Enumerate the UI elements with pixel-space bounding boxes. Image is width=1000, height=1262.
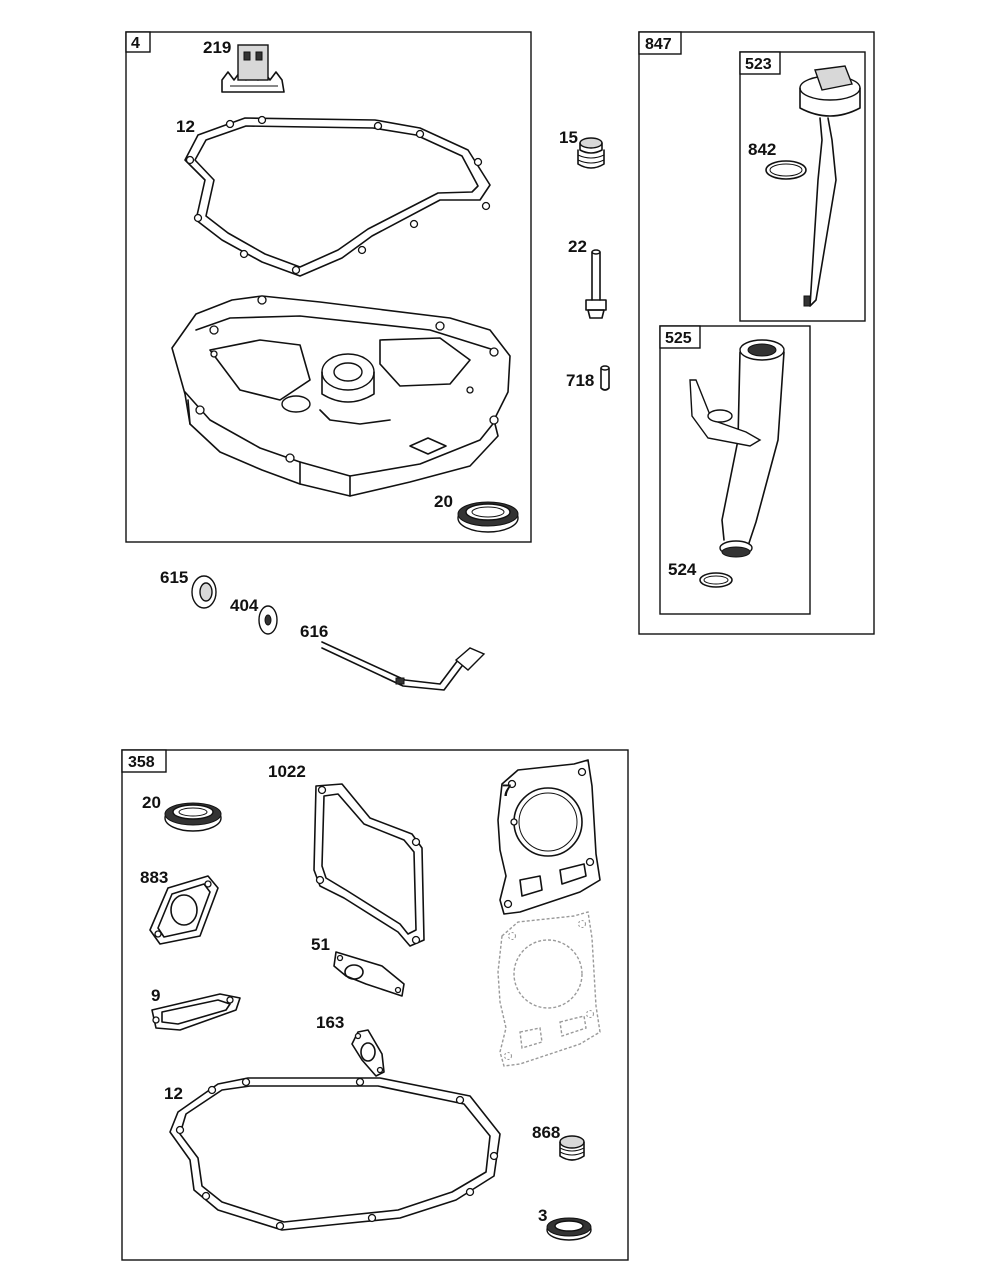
label-219: 219 [203,38,231,57]
group-525-frame [659,325,811,615]
group-358-gasket-set: 358 20 883 9 [121,749,629,1261]
label-3: 3 [538,1206,547,1225]
governor-gear-219[interactable] [221,44,285,93]
group-523-tag: 523 [745,56,772,73]
group-847-frame [638,31,875,635]
group-847-tag-box [638,31,682,55]
oil-seal-20-top[interactable] [457,501,519,533]
valve-cover-gasket-1022[interactable] [313,783,425,947]
pin-718[interactable] [600,365,610,391]
group-523-frame [739,51,866,322]
crankcase-gasket-12-kit[interactable] [169,1077,501,1231]
group-4-cover-assembly: 4 219 12 [125,31,532,543]
group-525-tag-box [659,325,701,349]
label-868: 868 [532,1123,560,1142]
label-7: 7 [502,781,511,800]
group-358-tag: 358 [128,754,155,771]
valve-868[interactable] [559,1135,585,1161]
group-525-tag: 525 [665,330,692,347]
group-847-dipstick-assembly: 847 523 842 525 [638,31,875,635]
label-22: 22 [568,237,587,256]
label-842: 842 [748,140,776,159]
gasket-163[interactable] [351,1029,385,1077]
head-gasket-phantom [497,911,601,1067]
group-4-frame [125,31,532,543]
gasket-883[interactable] [149,875,219,945]
washer-404[interactable] [258,605,278,635]
bolt-22[interactable] [585,249,607,319]
group-4-tag: 4 [131,35,140,52]
group-4-tag-box [125,31,151,53]
group-847-tag: 847 [645,36,672,53]
seal-3[interactable] [546,1217,592,1241]
oil-seal-20-kit[interactable] [164,802,222,832]
label-20-kit: 20 [142,793,161,812]
o-ring-842[interactable] [765,160,807,180]
label-404: 404 [230,596,259,615]
dipstick-tube-525[interactable] [689,339,785,558]
group-358-frame [121,749,629,1261]
label-883: 883 [140,868,168,887]
label-616: 616 [300,622,328,641]
label-9: 9 [151,986,160,1005]
gasket-9[interactable] [151,993,241,1031]
dipstick-523[interactable] [799,65,861,307]
gasket-51[interactable] [333,951,405,997]
label-15: 15 [559,128,578,147]
plug-15[interactable] [577,137,605,169]
label-163: 163 [316,1013,344,1032]
label-12-kit: 12 [164,1084,183,1103]
group-523-tag-box [739,51,781,75]
label-1022: 1022 [268,762,306,781]
group-358-tag-box [121,749,167,773]
label-718: 718 [566,371,594,390]
label-20-top: 20 [434,492,453,511]
o-ring-524[interactable] [699,572,733,588]
label-615: 615 [160,568,188,587]
crankcase-cover[interactable] [171,295,511,497]
governor-shaft-616[interactable] [321,641,486,691]
label-51: 51 [311,935,330,954]
label-12-top: 12 [176,117,195,136]
washer-615[interactable] [191,575,217,609]
label-524: 524 [668,560,697,579]
crankcase-gasket-12[interactable] [184,115,491,277]
head-gasket-7[interactable] [497,759,601,915]
